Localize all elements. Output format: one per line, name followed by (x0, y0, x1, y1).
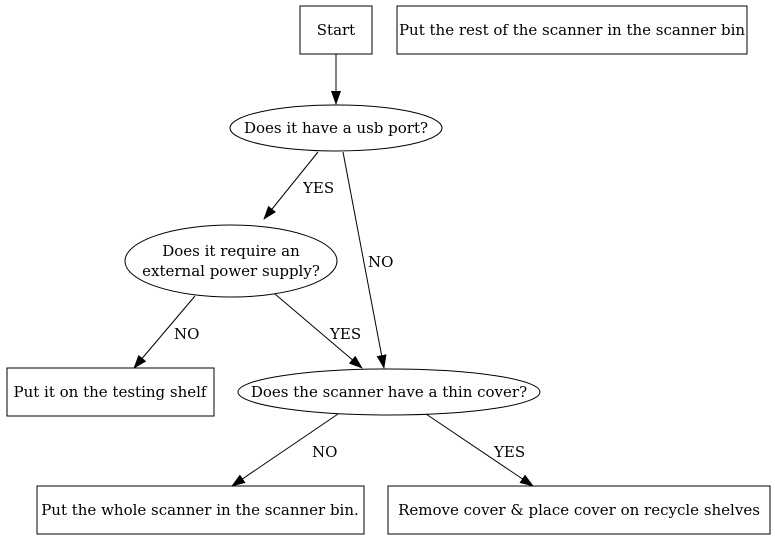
edge-label-power-no: NO (174, 325, 199, 343)
rest-bin-node (396, 5, 748, 55)
rest-bin-label: Put the rest of the scanner in the scann… (399, 21, 745, 39)
edge-power-to-cover-yes (274, 293, 363, 369)
edge-label-cover-yes: YES (493, 443, 525, 461)
edge-label-usb-no: NO (368, 253, 393, 271)
usb-question-node (229, 104, 443, 152)
edge-label-power-yes: YES (329, 325, 361, 343)
remove-cover-node (387, 485, 771, 535)
testing-shelf-label: Put it on the testing shelf (14, 383, 208, 401)
edge-usb-to-cover-no (342, 151, 387, 369)
power-question-label-line1: Does it require an (162, 242, 300, 260)
edge-cover-to-remove-yes (425, 413, 534, 487)
edge-label-cover-no: NO (312, 443, 337, 461)
power-question-node (124, 224, 338, 298)
thin-cover-question-node (237, 368, 541, 416)
edge-cover-to-whole-bin-no (231, 413, 339, 487)
whole-bin-label: Put the whole scanner in the scanner bin… (41, 501, 359, 519)
remove-cover-label: Remove cover & place cover on recycle sh… (398, 501, 760, 519)
start-node (299, 5, 373, 55)
whole-bin-node (36, 485, 365, 535)
edge-power-to-testing-no (133, 295, 196, 369)
usb-question-label: Does it have a usb port? (244, 119, 428, 137)
start-label: Start (317, 21, 355, 39)
power-question-label-line2: external power supply? (142, 262, 320, 280)
edge-usb-to-power-yes (263, 151, 319, 220)
thin-cover-question-label: Does the scanner have a thin cover? (251, 383, 527, 401)
testing-shelf-node (6, 367, 215, 417)
edge-label-usb-yes: YES (302, 179, 334, 197)
